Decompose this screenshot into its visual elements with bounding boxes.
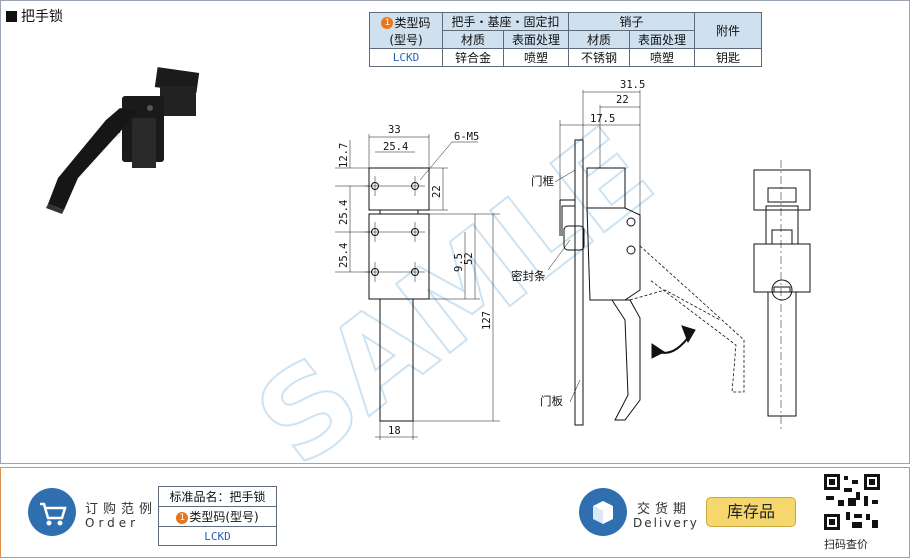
stock-badge[interactable]: 库存品	[706, 497, 796, 527]
svg-text:25.4: 25.4	[383, 141, 408, 153]
table-cell-code[interactable]: LCKD	[369, 48, 443, 67]
pin-surface-header: 表面处理	[629, 30, 695, 49]
badge-icon: 1	[176, 511, 189, 524]
delivery-label-en: Delivery	[633, 516, 699, 530]
svg-text:22: 22	[616, 94, 629, 106]
cart-icon	[28, 488, 76, 536]
table-cell-accessory: 钥匙	[694, 48, 762, 67]
delivery-box-icon	[579, 488, 627, 536]
badge-icon: 1	[381, 17, 394, 29]
type-code-sub: (型号)	[389, 32, 423, 47]
table-cell-pin-material: 不锈钢	[568, 48, 630, 67]
svg-text:密封条: 密封条	[511, 269, 546, 283]
surface-header: 表面处理	[503, 30, 569, 49]
svg-text:127: 127	[481, 311, 493, 330]
order-label: 订购范例	[85, 502, 158, 517]
qr-code-icon[interactable]	[824, 474, 880, 530]
svg-text:9.5: 9.5	[453, 253, 465, 272]
front-view	[335, 134, 500, 440]
table-cell-pin-surface: 喷塑	[629, 48, 695, 67]
svg-text:12.7: 12.7	[338, 143, 350, 168]
group-handle-header: 把手・基座・固定扣	[442, 12, 569, 31]
svg-text:6-M5: 6-M5	[454, 131, 479, 143]
watermark-text: SAMLE	[232, 102, 678, 462]
type-code-text: 类型码(型号)	[189, 510, 259, 524]
side-labels: 门框 密封条 门板	[511, 174, 563, 408]
material-header: 材质	[442, 30, 504, 49]
page-title: 把手锁	[6, 6, 63, 26]
pin-material-header: 材质	[568, 30, 630, 49]
svg-text:22: 22	[431, 185, 443, 198]
order-label-en: Order	[85, 516, 140, 530]
type-code-label: 类型码	[394, 15, 431, 30]
accessory-header: 附件	[694, 12, 762, 49]
svg-text:18: 18	[388, 425, 401, 437]
product-photo	[46, 67, 200, 214]
qr-label: 扫码查价	[824, 538, 868, 551]
svg-text:门框: 门框	[531, 174, 554, 188]
svg-text:25.4: 25.4	[338, 243, 350, 268]
svg-text:33: 33	[388, 124, 401, 136]
svg-text:门板: 门板	[540, 394, 563, 408]
svg-text:25.4: 25.4	[338, 200, 350, 225]
side-dimensions: 31.5 22 17.5	[590, 79, 645, 125]
svg-text:31.5: 31.5	[620, 79, 645, 91]
technical-drawing: SAMLE	[46, 67, 811, 462]
order-code-cell[interactable]: LCKD	[158, 526, 277, 546]
table-cell-surface: 喷塑	[503, 48, 569, 67]
title-text: 把手锁	[21, 9, 63, 25]
svg-text:52: 52	[463, 252, 475, 265]
front-dimensions: 33 25.4 6-M5 12.7 22 25.4 25.4 9.5 52 12…	[338, 124, 493, 437]
side-view	[547, 90, 745, 426]
svg-text:17.5: 17.5	[590, 113, 615, 125]
delivery-label: 交货期	[637, 502, 692, 517]
title-square-icon	[6, 10, 17, 22]
rear-view	[753, 160, 811, 430]
std-name-cell: 标准品名：把手锁	[158, 486, 277, 507]
